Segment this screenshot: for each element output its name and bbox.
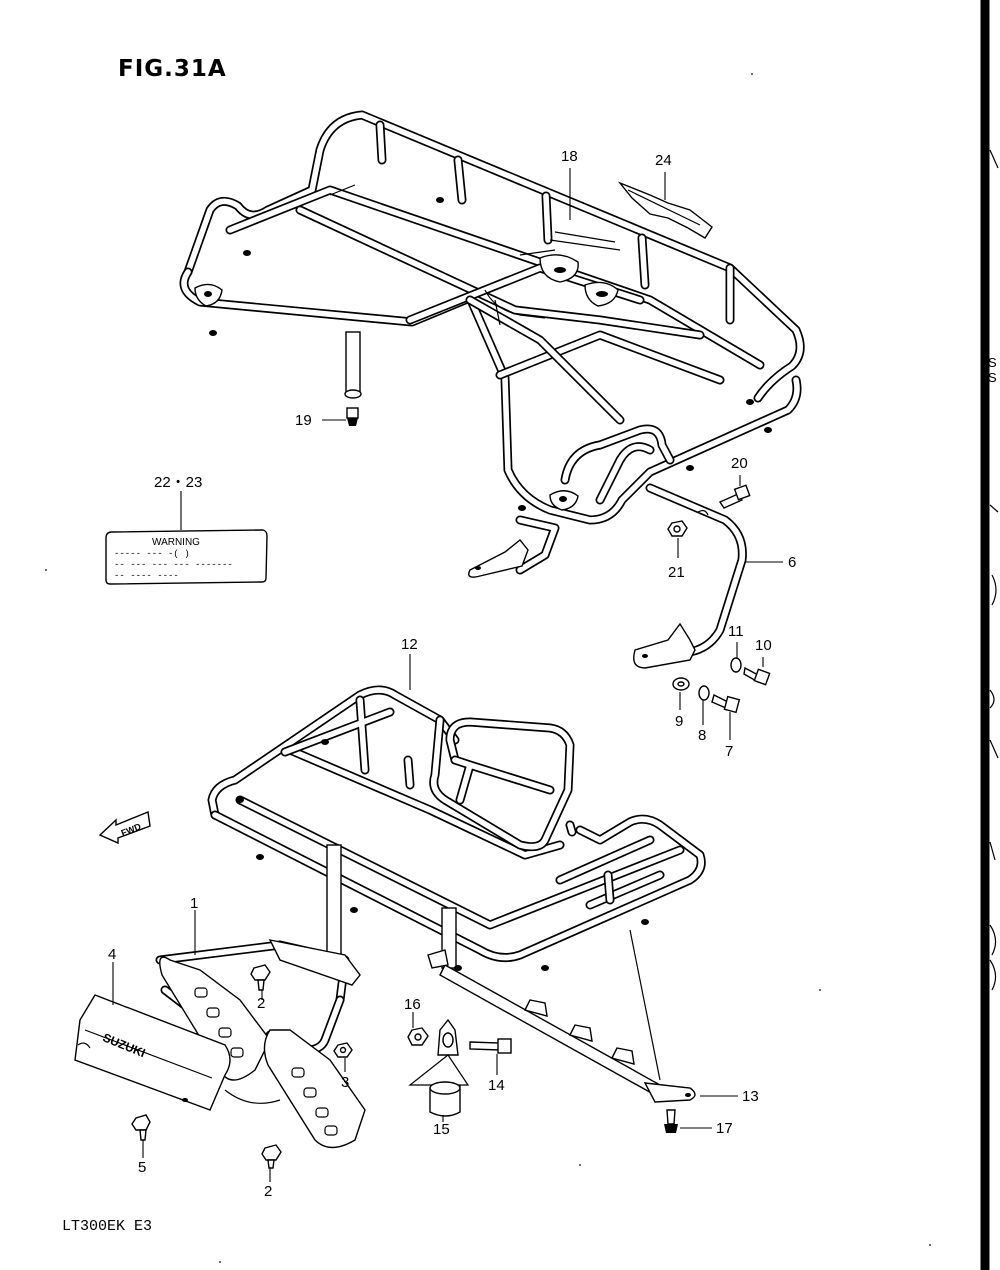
part-19-bolt bbox=[346, 407, 359, 426]
part-14-bolt bbox=[469, 1038, 512, 1054]
part-10-bolt bbox=[743, 666, 771, 686]
callout-4: 4 bbox=[108, 946, 116, 963]
part-13-stay-bar bbox=[427, 929, 696, 1103]
edge-mark: S bbox=[988, 370, 997, 385]
callout-5: 5 bbox=[138, 1159, 146, 1176]
part-15-bushing bbox=[429, 1081, 461, 1117]
callout-17: 17 bbox=[716, 1120, 733, 1137]
figure-title: FIG.31A bbox=[118, 56, 227, 82]
callout-21: 21 bbox=[668, 564, 685, 581]
part-2-bolt-upper bbox=[250, 964, 271, 991]
part-4-name-plate: SUZUKI bbox=[74, 994, 231, 1111]
callout-8: 8 bbox=[698, 727, 706, 744]
model-code: LT300EK E3 bbox=[62, 1218, 153, 1235]
page-edge-border: S S bbox=[980, 0, 999, 1270]
callout-3: 3 bbox=[341, 1074, 349, 1091]
fwd-arrow: FWD bbox=[98, 811, 151, 845]
part-8-washer bbox=[698, 685, 710, 701]
front-carrier-rack bbox=[207, 685, 706, 971]
part-21-nut bbox=[667, 520, 688, 537]
callout-2: 2 bbox=[264, 1183, 272, 1200]
warning-label-title: WARNING bbox=[152, 537, 200, 548]
part-bracket-clevis bbox=[408, 1018, 470, 1086]
callout-15: 15 bbox=[433, 1121, 450, 1138]
callout-9: 9 bbox=[675, 713, 683, 730]
part-20-bolt bbox=[718, 484, 751, 509]
callout-24: 24 bbox=[655, 152, 672, 169]
part-11-washer bbox=[730, 657, 742, 673]
warning-label: WARNING ----- --- -( ) -- --- --- --- --… bbox=[105, 529, 268, 585]
part-5-screw bbox=[131, 1114, 151, 1141]
callout-18: 18 bbox=[561, 148, 578, 165]
callout-1: 1 bbox=[190, 895, 198, 912]
part-2-bolt-lower bbox=[261, 1144, 282, 1169]
callout-10: 10 bbox=[755, 637, 772, 654]
warning-label-line: -- --- --- --- ------- bbox=[114, 560, 233, 570]
callout-12: 12 bbox=[401, 636, 418, 653]
callout-14: 14 bbox=[488, 1077, 505, 1094]
callout-16: 16 bbox=[404, 996, 421, 1013]
edge-mark: S bbox=[988, 355, 997, 370]
part-17-screw bbox=[664, 1109, 678, 1133]
rear-carrier-rack bbox=[179, 110, 805, 525]
callout-2: 2 bbox=[257, 995, 265, 1012]
part-24-strip bbox=[617, 181, 713, 239]
callout-19: 19 bbox=[295, 412, 312, 429]
callout-labels: 18 24 19 22・23 20 21 6 12 11 10 9 8 7 1 … bbox=[108, 148, 796, 1200]
warning-label-line: ----- --- -( ) bbox=[114, 549, 190, 559]
callout-20: 20 bbox=[731, 455, 748, 472]
part-1-front-bumper bbox=[155, 939, 366, 1149]
part-3-nut bbox=[333, 1042, 353, 1058]
callout-22-23: 22・23 bbox=[154, 474, 202, 491]
callout-11: 11 bbox=[728, 623, 744, 640]
callout-6: 6 bbox=[788, 554, 796, 571]
part-16-nut bbox=[407, 1027, 429, 1046]
warning-label-line: -- ---- ---- bbox=[114, 571, 179, 581]
callout-13: 13 bbox=[742, 1088, 759, 1105]
callout-leader-lines bbox=[112, 168, 783, 1182]
part-9-washer bbox=[672, 677, 690, 691]
part-6-carrier-stay bbox=[468, 483, 747, 669]
stray-marks bbox=[45, 73, 931, 1263]
callout-7: 7 bbox=[725, 743, 733, 760]
part-7-bolt bbox=[711, 693, 741, 714]
